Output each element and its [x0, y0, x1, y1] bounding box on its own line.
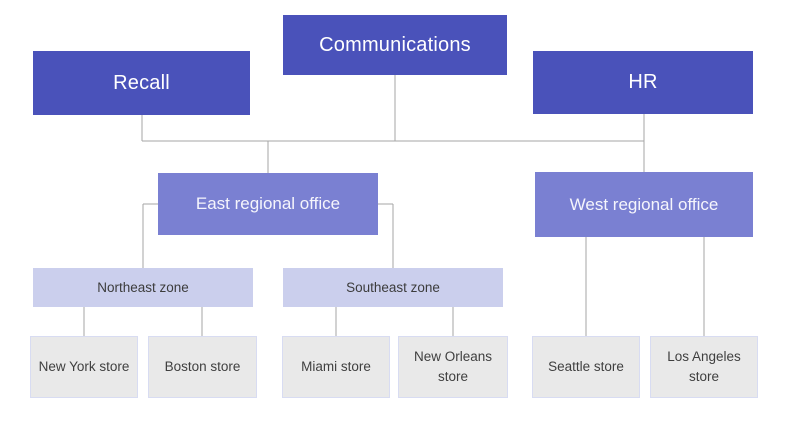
- node-label: Seattle store: [548, 359, 624, 374]
- node-southeast-zone: Southeast zone: [283, 268, 503, 307]
- node-communications: Communications: [283, 15, 507, 75]
- node-label: Miami store: [301, 359, 371, 374]
- node-seattle-store: Seattle store: [532, 336, 640, 398]
- node-los-angeles-store: Los Angeles store: [650, 336, 758, 398]
- node-label: Communications: [319, 33, 471, 56]
- node-label: Southeast zone: [346, 280, 440, 295]
- node-label: Los Angeles store: [667, 349, 741, 384]
- node-label: West regional office: [569, 194, 719, 214]
- node-east-regional-office: East regional office: [158, 173, 378, 235]
- node-label: HR: [628, 71, 658, 93]
- node-new-york-store: New York store: [30, 336, 138, 398]
- node-northeast-zone: Northeast zone: [33, 268, 253, 307]
- node-recall: Recall: [33, 51, 250, 115]
- node-new-orleans-store: New Orleans store: [398, 336, 508, 398]
- node-label: Recall: [113, 71, 170, 94]
- node-west-regional-office: West regional office: [535, 172, 753, 237]
- node-label: New York store: [38, 359, 130, 374]
- node-label: New Orleans store: [413, 349, 493, 384]
- node-label: East regional office: [195, 194, 341, 213]
- node-boston-store: Boston store: [148, 336, 257, 398]
- node-label: Boston store: [164, 359, 241, 374]
- node-label: Northeast zone: [97, 280, 189, 295]
- node-miami-store: Miami store: [282, 336, 390, 398]
- node-hr: HR: [533, 51, 753, 114]
